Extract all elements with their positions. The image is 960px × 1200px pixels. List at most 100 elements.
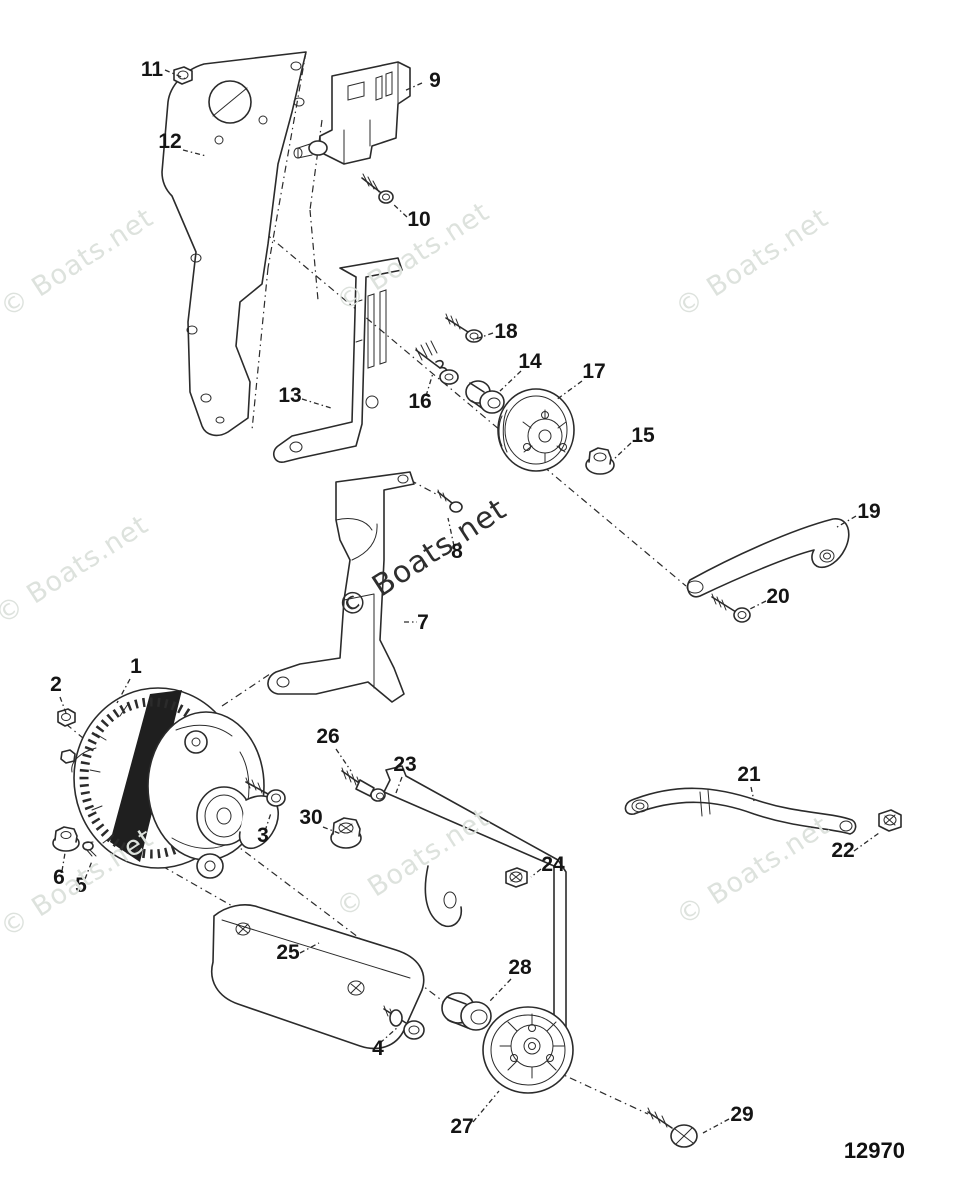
callout-label-2: 2 (50, 673, 62, 696)
callout-label-1: 1 (130, 655, 142, 678)
callout-label-29: 29 (730, 1103, 753, 1126)
callout-leader-2 (59, 696, 67, 714)
callout-leader-5 (84, 860, 93, 880)
callout-label-3: 3 (257, 824, 269, 847)
construction-line (251, 267, 269, 431)
callout-leader-12 (182, 149, 207, 157)
callout-label-28: 28 (508, 956, 532, 979)
callout-label-26: 26 (316, 725, 339, 748)
callout-label-10: 10 (407, 208, 430, 231)
part-alternator-1 (71, 687, 279, 879)
part-fitting-26 (341, 767, 386, 802)
part-bolt-4 (383, 1005, 425, 1040)
callout-label-11: 11 (141, 58, 164, 81)
part-nut-11 (173, 66, 193, 85)
callout-leader-24 (530, 868, 542, 878)
watermark-light: © Boats.net (671, 810, 835, 932)
callout-leader-4 (379, 1026, 399, 1044)
construction-line (409, 479, 437, 495)
construction-line (221, 673, 271, 707)
callout-leader-6 (61, 852, 66, 872)
callout-leader-18 (472, 332, 494, 341)
callout-leader-30 (322, 826, 342, 835)
callout-leader-20 (747, 600, 767, 611)
callout-leader-11 (164, 69, 187, 80)
callout-leader-13 (301, 398, 332, 409)
callout-label-18: 18 (494, 320, 518, 343)
callout-label-8: 8 (451, 540, 463, 563)
part-plate-25 (211, 904, 425, 1050)
part-screw-8 (437, 489, 463, 513)
part-bolt-3 (245, 777, 286, 807)
callout-leader-28 (489, 978, 512, 1002)
callout-leader-26 (335, 748, 352, 772)
callout-label-9: 9 (429, 69, 441, 92)
callout-leader-14 (499, 370, 522, 392)
part-bolt-18 (445, 313, 483, 343)
callout-label-7: 7 (417, 611, 429, 634)
diagram-number: 12970 (844, 1138, 905, 1163)
watermark-light: © Boats.net (0, 509, 154, 631)
callout-label-23: 23 (393, 753, 416, 776)
callout-label-20: 20 (766, 585, 789, 608)
part-screw-5 (82, 841, 97, 857)
callout-label-27: 27 (450, 1115, 473, 1138)
part-bolt-29 (647, 1107, 698, 1148)
part-bushing-28 (441, 992, 492, 1031)
callout-leader-19 (836, 515, 857, 528)
part-pulley-17 (497, 388, 575, 472)
callout-leader-17 (555, 380, 583, 401)
callout-leader-21 (750, 786, 755, 802)
part-bracket-7 (267, 471, 415, 703)
callout-leader-1 (116, 678, 131, 704)
construction-line (239, 211, 687, 587)
watermark-light: © Boats.net (670, 202, 834, 324)
part-bolt-20 (711, 593, 751, 623)
callout-label-16: 16 (408, 390, 431, 413)
part-bracket-9 (293, 61, 411, 165)
callout-label-17: 17 (582, 360, 605, 383)
construction-line (267, 51, 307, 269)
callout-label-12: 12 (158, 130, 181, 153)
callout-label-25: 25 (276, 941, 300, 964)
part-screw-10 (361, 173, 394, 204)
callout-leader-27 (472, 1090, 500, 1123)
callout-leader-23 (395, 776, 403, 794)
callout-label-4: 4 (372, 1037, 384, 1060)
part-bolt-16 (415, 340, 459, 385)
callout-label-14: 14 (518, 350, 542, 373)
part-nut-22 (878, 809, 902, 832)
watermark-light: © Boats.net (0, 822, 159, 944)
callout-label-21: 21 (737, 763, 761, 786)
callout-leader-3 (264, 812, 272, 832)
part-flange-nut-30 (330, 817, 362, 849)
part-nut-24 (505, 867, 528, 888)
callout-leader-8 (447, 517, 455, 547)
part-pulley-27 (482, 1006, 574, 1094)
construction-line (309, 119, 323, 211)
part-nut-2 (57, 708, 76, 764)
part-mounting-plate-12 (161, 51, 307, 437)
callout-label-30: 30 (299, 806, 322, 829)
callout-leader-10 (391, 202, 408, 218)
callout-label-5: 5 (75, 874, 87, 897)
part-brace-23 (383, 765, 567, 1039)
part-arm-19 (686, 518, 850, 598)
callout-leader-22 (853, 832, 880, 852)
callout-leader-9 (403, 82, 423, 92)
callout-label-15: 15 (631, 424, 655, 447)
watermark-light: © Boats.net (0, 202, 159, 324)
callout-label-24: 24 (541, 853, 565, 876)
callout-leader-25 (299, 942, 320, 954)
callout-label-19: 19 (857, 500, 880, 523)
construction-line (309, 209, 319, 301)
part-flange-nut-6 (52, 826, 80, 852)
callout-label-6: 6 (53, 866, 65, 889)
part-flange-nut-15 (585, 447, 615, 475)
callout-label-22: 22 (831, 839, 854, 862)
callout-leader-15 (612, 442, 632, 461)
callout-leader-29 (702, 1118, 730, 1134)
